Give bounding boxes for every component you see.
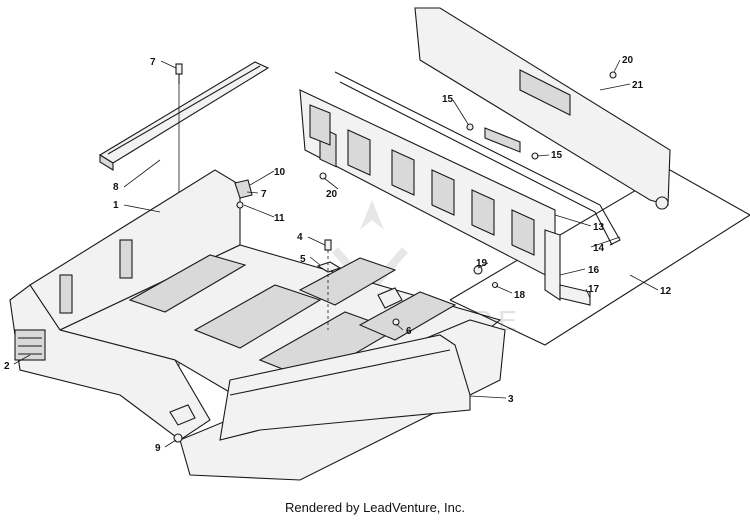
small-hardware [319,71,617,289]
side-panel-part-3 [219,334,471,441]
callout-3: 3 [508,394,514,405]
callout-14: 14 [593,243,605,254]
callout-11: 11 [274,213,285,224]
callout-5: 5 [300,254,306,265]
callout-16: 16 [588,265,600,276]
footer-credit: Rendered by LeadVenture, Inc. [285,500,465,515]
callout-15-top: 15 [442,94,454,105]
callout-20-top: 20 [622,55,634,66]
callout-18: 18 [514,290,526,301]
callout-10: 10 [274,167,286,178]
strip-part-8 [98,61,270,171]
inner-panel-part-13 [299,89,556,281]
callout-8: 8 [113,182,119,193]
latch-part-15 [466,123,539,160]
callout-4: 4 [297,232,303,243]
seal-part-14 [334,71,621,246]
callout-9: 9 [155,443,161,454]
callout-7-side: 7 [261,189,267,200]
callouts: 7 8 1 2 3 4 5 6 7 10 11 9 20 21 15 15 20… [4,55,672,454]
cargo-box-part-1 [9,169,506,481]
tailgate-part-21 [414,7,671,210]
callout-1: 1 [113,200,119,211]
callout-20-mid: 20 [326,189,338,200]
callout-15-right: 15 [551,150,563,161]
tailgate-assembly-box-part-12 [449,169,750,346]
bracket-part-10-11 [234,179,253,209]
callout-2: 2 [4,361,10,372]
callout-13: 13 [593,222,605,233]
callout-19: 19 [476,258,488,269]
leader-lines [13,59,659,448]
callout-21: 21 [632,80,644,91]
hinge-rod-part-16-17 [544,229,591,306]
callout-7-top: 7 [150,57,156,68]
callout-17: 17 [588,284,600,295]
callout-12: 12 [660,286,672,297]
callout-6: 6 [406,326,412,337]
